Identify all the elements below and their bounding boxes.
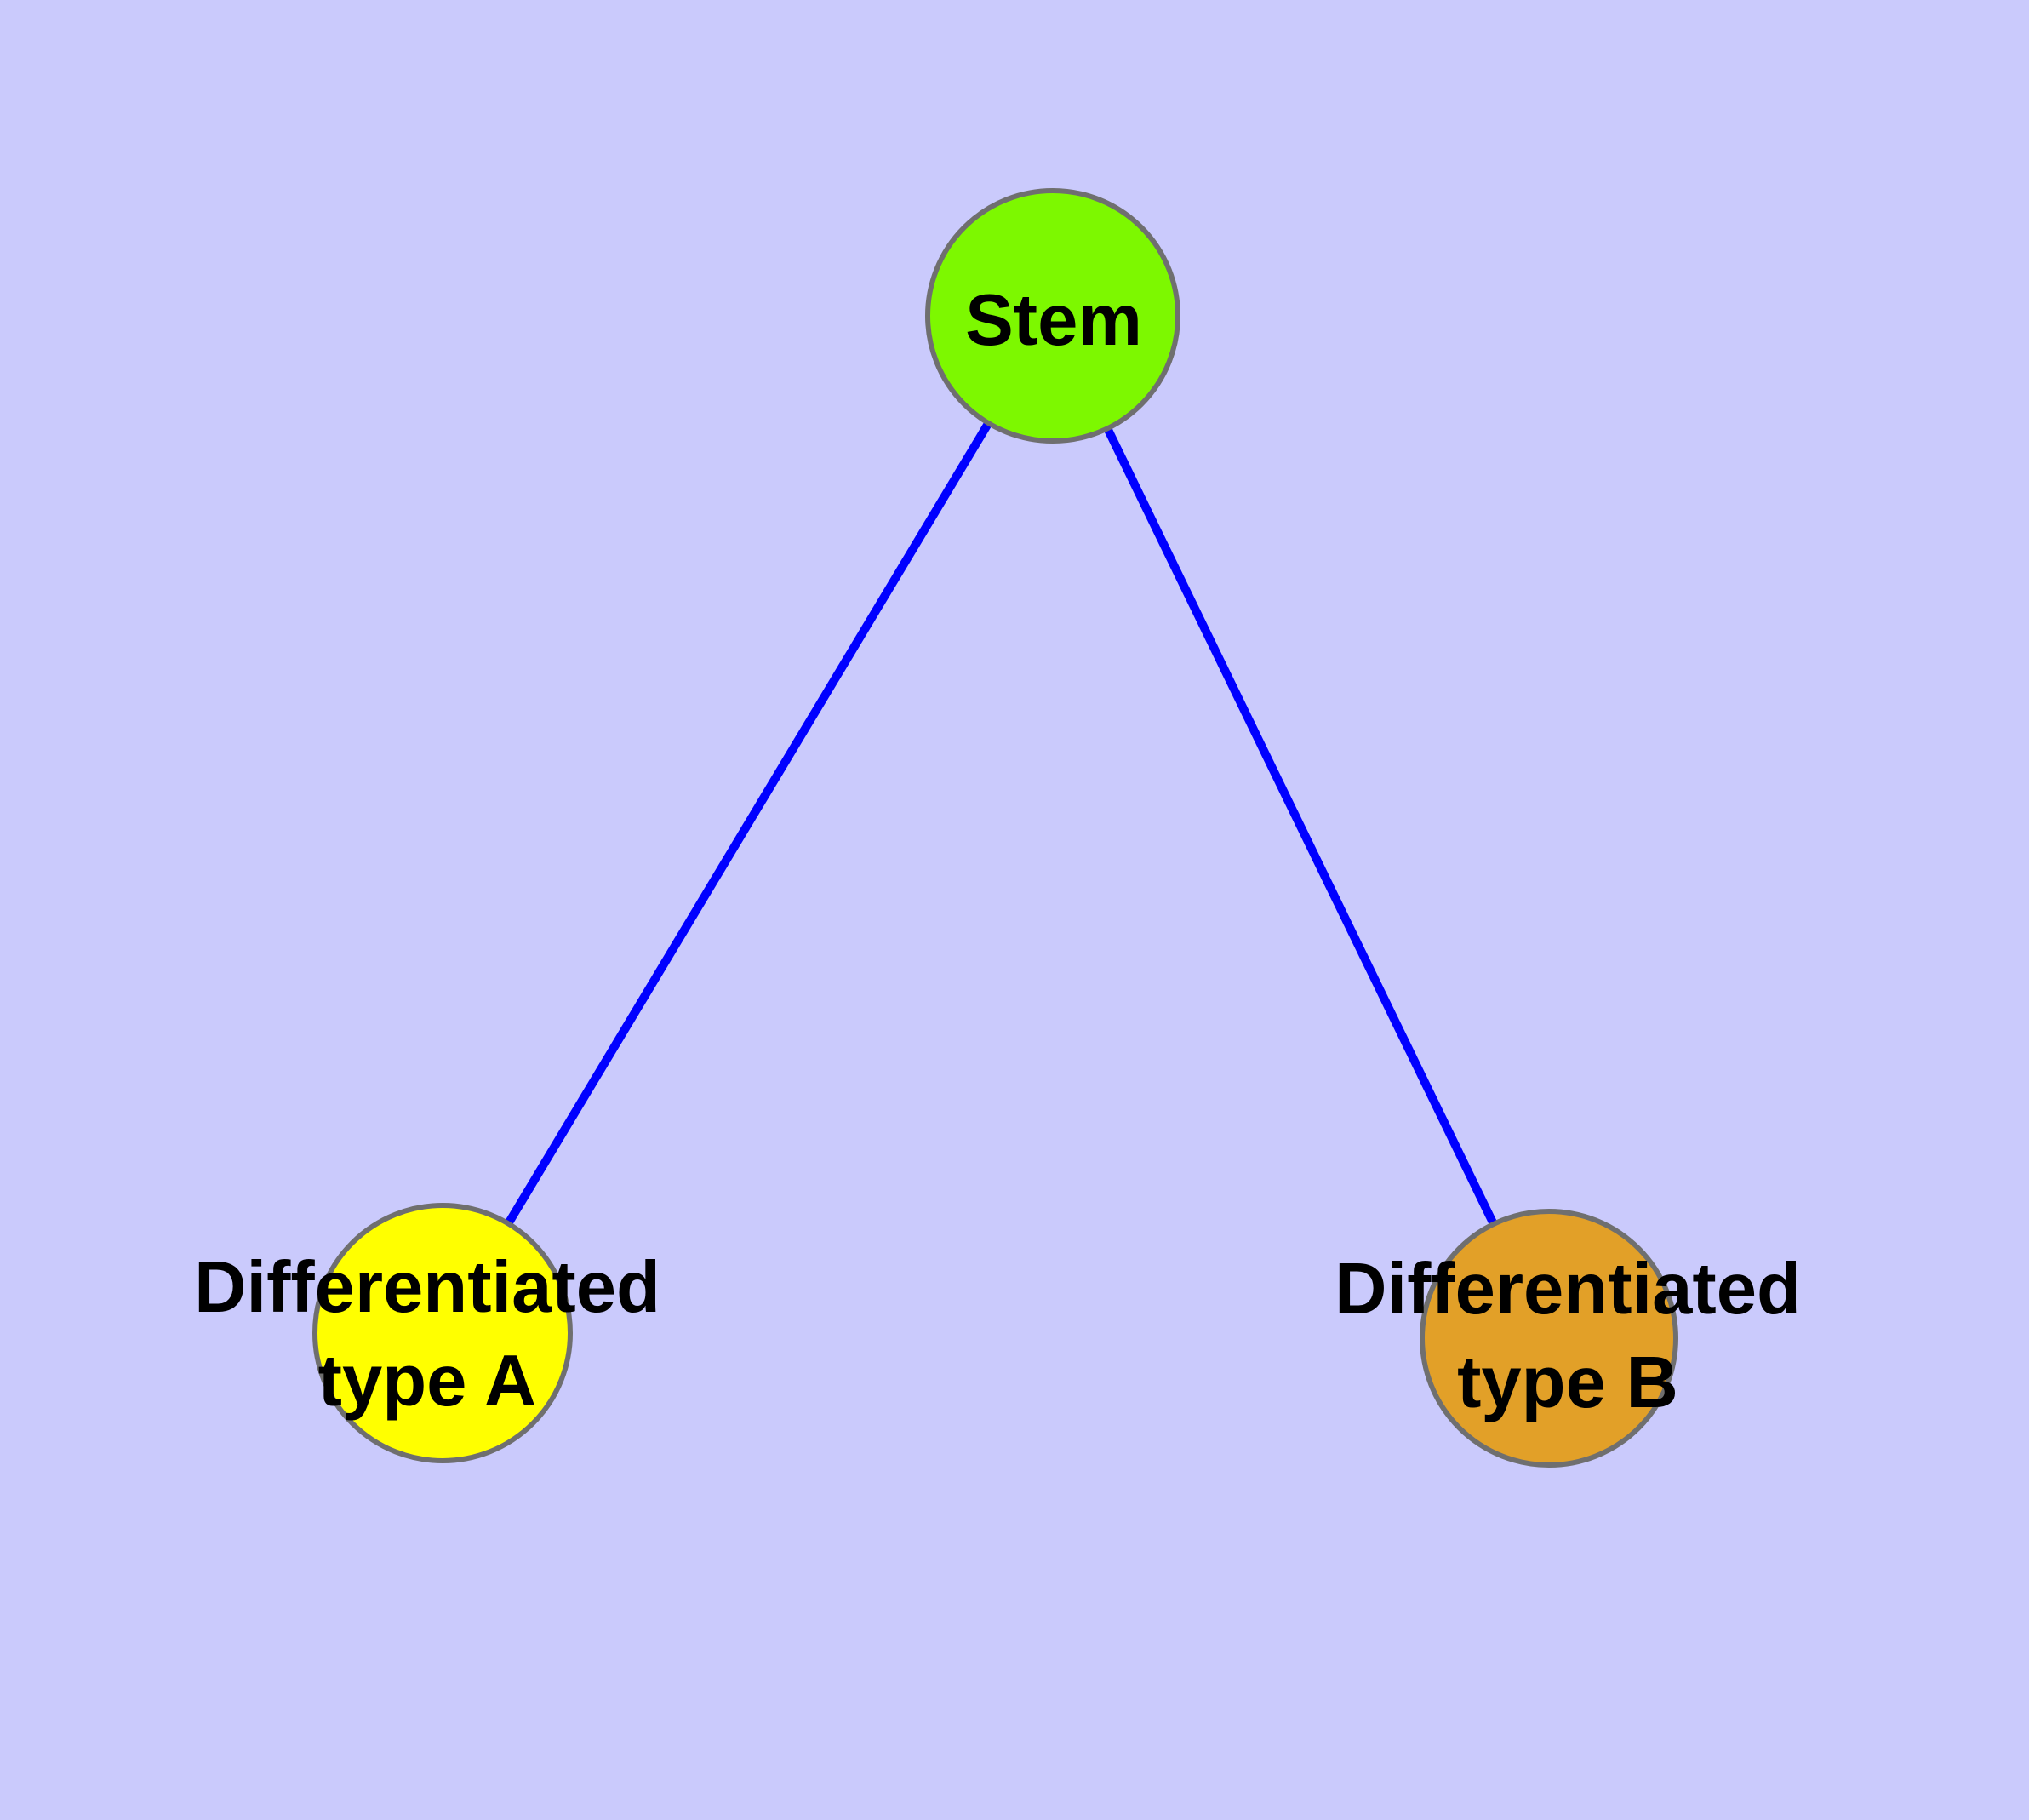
node-differentiated-type-b-circle <box>1420 1209 1678 1468</box>
node-stem-label: Stem <box>965 280 1142 361</box>
node-stem-circle <box>925 188 1180 444</box>
edge-stem-to-type-b <box>1049 313 1553 1341</box>
node-differentiated-type-a-label: Differentiated type A <box>194 1247 660 1422</box>
node-differentiated-type-a-circle <box>312 1203 573 1463</box>
edge-stem-to-type-a <box>438 313 1057 1336</box>
node-differentiated-type-b-label: Differentiated type B <box>1335 1249 1801 1423</box>
